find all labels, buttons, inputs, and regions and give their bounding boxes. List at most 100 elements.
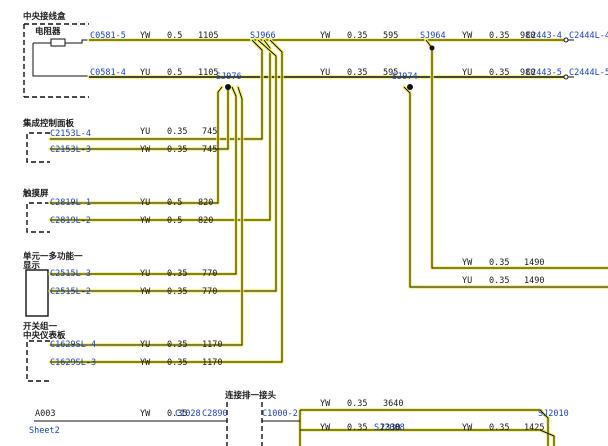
central-junction-box-outline	[23, 23, 89, 98]
sj974-node	[407, 84, 413, 90]
wire-sj976-branches-core	[50, 86, 243, 346]
connector-c1629sl-4: C1629SL-4	[50, 340, 96, 350]
wire-length: 1490	[524, 276, 544, 286]
wire-sj966-to-c2153l-4-core	[50, 39, 263, 140]
wire-color: YW	[140, 358, 151, 368]
wire-color: YU	[140, 68, 150, 78]
wire-color: YW	[462, 31, 473, 41]
wire-length: 820	[198, 198, 213, 208]
connector-c1629sl-3: C1629SL-3	[50, 358, 96, 368]
connector-c0581-5: C0581-5	[90, 31, 126, 41]
switch-group-outline	[26, 340, 50, 382]
splice-sj976: SJ976	[216, 72, 242, 82]
connector-c2819l-2: C2819L-2	[50, 216, 91, 226]
wire-length: 770	[202, 269, 217, 279]
wire-length: 980	[520, 31, 535, 41]
right-connector-pin	[563, 74, 569, 80]
wire-length: 1490	[524, 258, 544, 268]
wire-sj966-to-c2153l-4	[48, 38, 264, 141]
connector-c2515l-2: C2515L-2	[50, 287, 91, 297]
wire-size: 0.35	[489, 68, 509, 78]
sj976-node	[225, 84, 231, 90]
wire-color: YW	[320, 399, 331, 409]
wire-color: YW	[140, 31, 151, 41]
connector-joint-outline	[226, 402, 263, 446]
wire-sj974-to-1490-core	[403, 86, 608, 288]
sj964-node	[429, 45, 435, 51]
wire-bundle	[34, 38, 608, 446]
connector-c2443-4: C2443-4	[526, 31, 562, 41]
connector-c2153l-4: C2153L-4	[50, 129, 91, 139]
connector-c2444l-5: C2444L-5	[569, 68, 608, 78]
wire-color: YU	[462, 68, 472, 78]
wire-color: YU	[140, 340, 150, 350]
splice-sj2008: SJ2008	[374, 423, 405, 433]
wire-length: 820	[198, 216, 213, 226]
wire-sj966-to-c1629sl-3-core	[50, 39, 283, 363]
wire-size: 0.35	[167, 287, 187, 297]
splice-sj974: SJ974	[392, 72, 418, 82]
wire-length: 1170	[202, 340, 222, 350]
wire-color: YU	[462, 276, 472, 286]
wire-size: 0.5	[167, 31, 182, 41]
wire-size: 0.35	[489, 258, 509, 268]
wire-length: 2330	[380, 423, 400, 433]
wire-length: 1105	[198, 31, 218, 41]
connector-c2819l-1: C2819L-1	[50, 198, 91, 208]
offpage-ref: A003	[35, 409, 55, 419]
touch-screen-outline	[26, 202, 50, 233]
resistor-icon	[50, 38, 66, 47]
splice-sj966: SJ966	[250, 31, 276, 41]
switch-group-title-1: 开关组一	[23, 321, 58, 332]
connector-joint-title: 连接排一接头	[225, 390, 277, 401]
integrated-control-panel-title: 集成控制面板	[22, 118, 75, 129]
splice-sj2010: SJ2010	[538, 409, 569, 419]
wire-color: YW	[320, 31, 331, 41]
offpage-sheet-link[interactable]: Sheet2	[29, 426, 60, 436]
wire-size: 0.5	[167, 216, 182, 226]
wire-color: YU	[320, 68, 330, 78]
wire-color: YW	[140, 145, 151, 155]
wire-length: 595	[383, 68, 398, 78]
wire-length: 770	[202, 287, 217, 297]
integrated-control-panel-outline	[26, 132, 50, 163]
wire-size: 0.35	[167, 269, 187, 279]
connector-c1028: C1028	[175, 409, 201, 419]
wire-length: 980	[520, 68, 535, 78]
wire-size: 0.35	[167, 409, 187, 419]
wire-color: YU	[140, 269, 150, 279]
wire-color: YW	[140, 409, 151, 419]
multifunction-display-title-2: 显示	[23, 261, 41, 271]
wire-size: 0.35	[167, 358, 187, 368]
wire-length: 595	[383, 31, 398, 41]
central-junction-box-title: 中央接线盒	[23, 11, 66, 22]
wire-color: YW	[462, 423, 473, 433]
wire-length: 1170	[202, 358, 222, 368]
wire-color: YW	[320, 423, 331, 433]
wire-length: 745	[202, 127, 217, 137]
wire-size: 0.5	[167, 198, 182, 208]
connector-c1000-2: C1000-2	[262, 409, 298, 419]
wire-color: YW	[140, 216, 151, 226]
connector-c2515l-3: C2515L-3	[50, 269, 91, 279]
wire-color: YW	[140, 287, 151, 297]
connector-c2153l-3: C2153L-3	[50, 145, 91, 155]
wire-sj964-to-1490-core	[425, 39, 608, 269]
wire-size: 0.35	[167, 340, 187, 350]
wire-length: 745	[202, 145, 217, 155]
wire-size: 0.35	[347, 423, 367, 433]
wire-size: 0.5	[167, 68, 182, 78]
wire-sj966-to-c2819l-2-core	[50, 39, 271, 221]
wire-color: YW	[462, 258, 473, 268]
wire-size: 0.35	[489, 31, 509, 41]
resistor-wiring	[32, 39, 89, 77]
wire-size: 0.35	[167, 127, 187, 137]
switch-group-title-2: 中央仪表板	[23, 330, 66, 341]
wire-sj966-to-c2515l-2-core	[50, 39, 277, 292]
wire-length: 3640	[383, 399, 403, 409]
wire-bottom-core	[299, 409, 555, 446]
wire-size: 0.35	[489, 423, 509, 433]
wire-length: 1425	[524, 423, 544, 433]
connector-c2444l-4: C2444L-4	[569, 31, 608, 41]
